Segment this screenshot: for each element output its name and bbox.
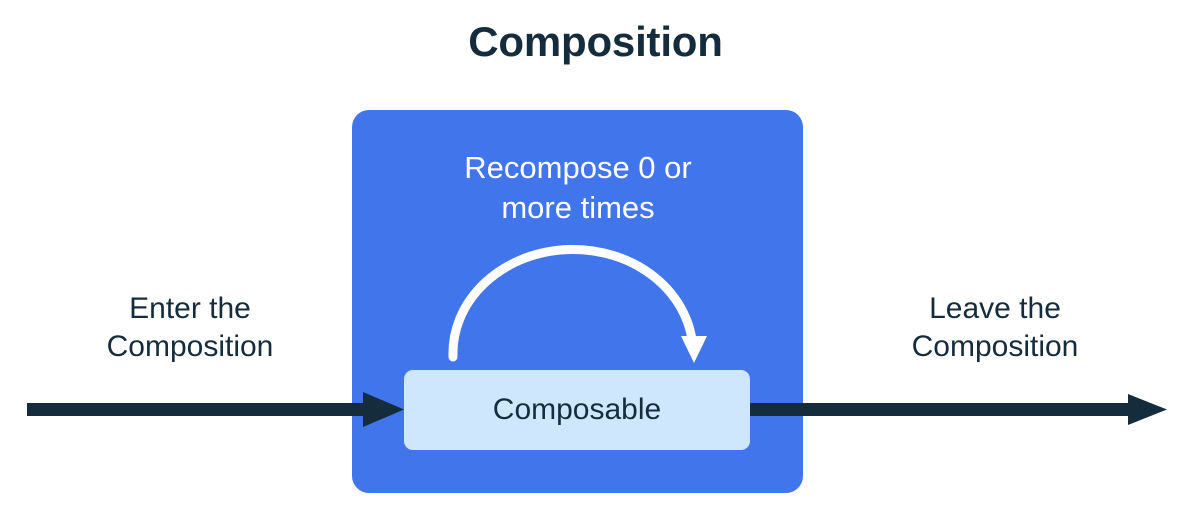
leave-arrow-icon [750,394,1167,425]
recompose-curved-loop-arrow-icon [448,245,707,363]
leave-composition-label: Leave the Composition [911,292,1079,364]
composable-box [404,370,750,450]
enter-arrow-icon [27,392,404,427]
composable-label: Composable [492,393,662,426]
recompose-times-label: Recompose 0 or more times [464,150,692,226]
enter-composition-label: Enter the Composition [106,292,274,364]
page-title: Composition [468,18,723,65]
